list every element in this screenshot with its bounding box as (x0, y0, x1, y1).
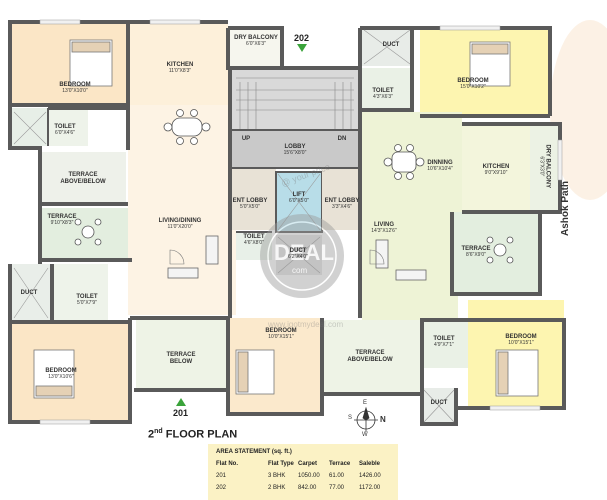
area-statement-table: AREA STATEMENT (sq. ft.) Flat No. Flat T… (208, 444, 398, 500)
flat-number-202: 202 (294, 33, 310, 43)
area-statement-header-row: Flat No. Flat Type Carpet Terrace Salebl… (216, 461, 381, 467)
label-duct-sw: DUCT (20, 290, 38, 296)
terrace-below-s-room (136, 318, 228, 390)
dry-balcony-e-room (530, 124, 560, 212)
watermark-seal (260, 214, 344, 298)
toilet-w-room (48, 108, 88, 146)
label-dn: DN (337, 136, 347, 142)
compass-w: W (362, 432, 368, 438)
compass-s: S (348, 415, 353, 421)
watermark-domain: com (292, 266, 308, 275)
ent-lobby-e-room (322, 168, 362, 230)
flat-201-marker-icon (176, 398, 186, 406)
duct-ne-room (360, 28, 412, 66)
flat-number-201: 201 (173, 408, 189, 418)
compass-e: E (363, 400, 368, 406)
compass-n: N (380, 415, 386, 424)
plan-title: 2nd FLOOR PLAN (148, 428, 238, 441)
dry-balcony-n-room (228, 28, 282, 68)
duct-sw-room (10, 264, 50, 322)
toilet-se-room (422, 322, 468, 368)
toilet-sw-room (52, 264, 108, 320)
terrace-above-below-s (322, 320, 420, 394)
flat-202-marker-icon (297, 44, 307, 52)
table-row: 202 2 BHK 842.00 77.00 1172.00 (216, 485, 381, 491)
toilet-ne-room (362, 68, 414, 110)
kitchen-e-room (462, 124, 532, 214)
watermark-brand: DEAL (274, 240, 334, 265)
compass-rose (354, 406, 378, 432)
living-dining-w-room (128, 105, 236, 315)
label-duct-ne: DUCT (382, 42, 400, 48)
terrace-above-below-w (40, 152, 126, 204)
area-statement-heading: AREA STATEMENT (sq. ft.) (216, 449, 292, 455)
table-row: 201 3 BHK 1050.00 61.00 1426.00 (216, 473, 381, 479)
label-up: UP (241, 136, 251, 142)
watermark-url: www.igotmydeal.com (268, 320, 344, 329)
street-label: Ashok Path (560, 180, 571, 236)
toilet-c-room (236, 232, 272, 260)
label-duct-se: DUCT (430, 400, 448, 406)
ent-lobby-w-room (230, 168, 276, 230)
label-terrace-above-below-w: TERRACE ABOVE/BELOW (60, 172, 106, 185)
label-terrace-above-below-s: TERRACE ABOVE/BELOW (347, 350, 393, 363)
label-terrace-below-s: TERRACE BELOW (166, 352, 196, 365)
kitchen-w-room (128, 22, 228, 105)
lobby-room (230, 130, 360, 168)
